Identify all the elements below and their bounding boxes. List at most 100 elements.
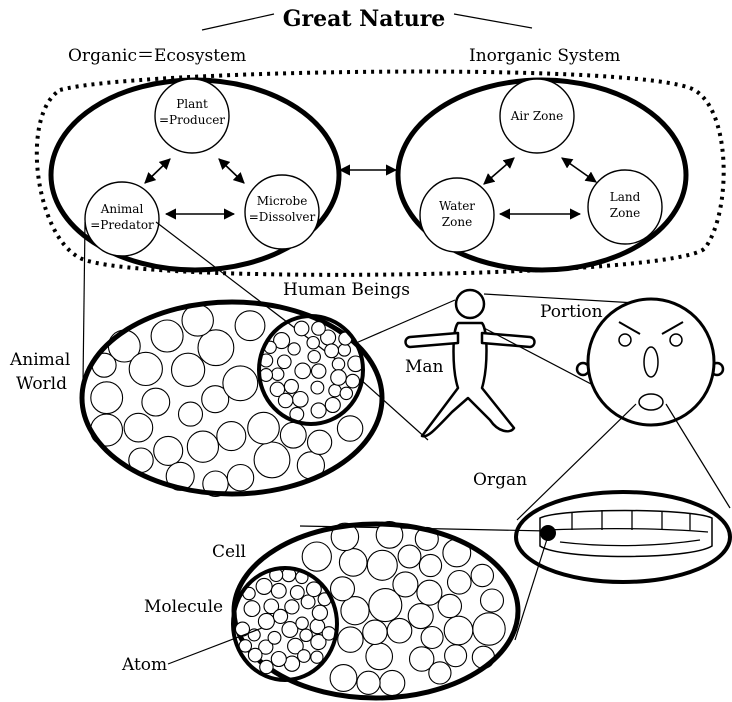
cell-circle xyxy=(417,580,442,605)
cell-circle xyxy=(438,594,461,617)
atom-circle xyxy=(273,609,287,623)
cell-circle xyxy=(473,613,505,645)
human-beings-label: Human Beings xyxy=(283,280,410,300)
animal-world-label-2: World xyxy=(16,374,67,394)
human-cell-circle xyxy=(311,403,326,418)
cell-circle xyxy=(338,627,363,652)
human-cell-circle xyxy=(294,321,309,336)
cell-circle xyxy=(387,618,412,643)
cell-circle xyxy=(357,671,380,694)
portion-label: Portion xyxy=(540,302,603,322)
head-to-organ-line-2 xyxy=(666,404,730,508)
atom-circle xyxy=(248,648,262,662)
molecule-label: Molecule xyxy=(144,597,223,617)
animal-cell-circle xyxy=(248,412,280,444)
human-cell-circle xyxy=(278,355,292,369)
diagram-title: Great Nature xyxy=(283,6,446,32)
cell-circle xyxy=(331,577,355,601)
animal-cell-circle xyxy=(337,416,362,441)
human-cell-circle xyxy=(284,379,298,393)
human-cell-circle xyxy=(331,370,347,386)
organ-cell-dot xyxy=(540,525,556,541)
animal-role: =Predator xyxy=(90,218,154,232)
atom-circle xyxy=(258,613,274,629)
cell-circle xyxy=(429,662,451,684)
animal-cell-circle xyxy=(179,402,203,426)
human-cell-circle xyxy=(307,337,319,349)
human-cell-circle xyxy=(325,398,340,413)
air-zone-label: Air Zone xyxy=(510,109,563,123)
cell-circle xyxy=(444,616,473,645)
cell-circle xyxy=(339,549,367,577)
microbe-role: =Dissolver xyxy=(249,210,316,224)
animal-cell-circle xyxy=(254,442,290,478)
plant-role: =Producer xyxy=(159,113,225,127)
animal-cell-circle xyxy=(217,422,246,451)
cell-circle xyxy=(363,620,387,644)
cell-circle xyxy=(398,545,421,568)
inorganic-label: Inorganic System xyxy=(469,46,620,66)
atom-circle xyxy=(296,617,308,629)
atom-circle xyxy=(285,600,299,614)
animal-cell-circle xyxy=(223,366,258,401)
air-land-arrow xyxy=(562,158,596,182)
animal-cell-circle xyxy=(280,422,306,448)
human-cell-circle xyxy=(338,344,350,356)
organic-label: Organic＝Ecosystem xyxy=(68,46,246,66)
animal-label: Animal xyxy=(100,202,144,216)
human-cell-circle xyxy=(340,387,352,399)
atom-circle xyxy=(260,660,273,673)
human-cell-circle xyxy=(325,344,339,358)
title-line-right xyxy=(454,14,532,28)
animal-world-label: Animal xyxy=(9,350,70,370)
cell-circle xyxy=(421,627,443,649)
cell-circle xyxy=(393,572,418,597)
human-cell-circle xyxy=(308,351,320,363)
animal-cell-circle xyxy=(124,413,153,442)
atom-circle xyxy=(298,650,311,663)
atom-circle xyxy=(256,578,272,594)
animal-cell-circle xyxy=(154,436,183,465)
human-cell-circle xyxy=(312,364,326,378)
cell-circle xyxy=(367,550,397,580)
cell-circle xyxy=(366,643,393,670)
atom-circle xyxy=(290,586,304,600)
human-cell-circle xyxy=(312,322,326,336)
human-cell-circle xyxy=(278,393,292,407)
human-cell-circle xyxy=(295,363,311,379)
cell-label: Cell xyxy=(212,542,246,562)
atom-circle xyxy=(244,601,260,617)
title-line-left xyxy=(202,14,274,30)
atom-circle xyxy=(271,652,286,667)
animal-cell-circle xyxy=(235,311,265,341)
atom-circle xyxy=(271,583,286,598)
atom-circle xyxy=(268,631,281,644)
human-cell-circle xyxy=(288,343,300,355)
cell-circle xyxy=(380,670,405,695)
organ-label: Organ xyxy=(473,470,527,490)
animal-cell-circle xyxy=(172,353,205,386)
water-zone-label-2: Zone xyxy=(442,215,472,229)
human-cell-circle xyxy=(329,384,341,396)
land-zone-label: Land xyxy=(610,190,641,204)
plant-label: Plant xyxy=(176,97,208,111)
animal-cell-circle xyxy=(129,352,162,385)
man-label: Man xyxy=(405,357,444,377)
cell-circle xyxy=(445,645,467,667)
cell-circle xyxy=(330,665,357,692)
cell-circle xyxy=(448,571,472,595)
human-cell-circle xyxy=(293,392,309,408)
animal-cell-circle xyxy=(308,430,332,454)
cell-circle xyxy=(419,554,441,576)
atom-circle xyxy=(312,605,327,620)
animal-cell-circle xyxy=(91,382,123,414)
microbe-label: Microbe xyxy=(257,194,308,208)
human-cell-circle xyxy=(272,368,284,380)
animal-cell-circle xyxy=(151,320,183,352)
cell-circle xyxy=(302,542,331,571)
cell-circle xyxy=(471,564,493,586)
animal-to-world-line-1 xyxy=(83,222,85,383)
human-cell-circle xyxy=(311,381,324,394)
